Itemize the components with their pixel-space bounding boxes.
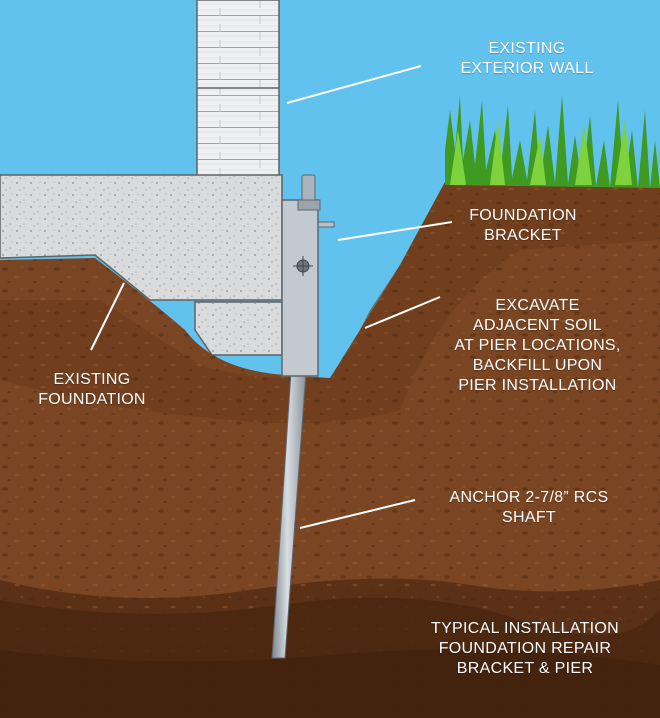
leader-bracket bbox=[337, 221, 453, 241]
leader-anchor bbox=[299, 499, 416, 529]
leader-excavate bbox=[364, 296, 441, 329]
label-existing-foundation: EXISTING FOUNDATION bbox=[38, 371, 146, 408]
grass bbox=[445, 95, 660, 188]
bottom-soil-shadow bbox=[0, 649, 660, 718]
leader-lines bbox=[90, 65, 453, 529]
leader-wall bbox=[286, 65, 422, 104]
label-exterior-wall: EXISTING EXTERIOR WALL bbox=[460, 40, 594, 77]
exterior-wall bbox=[196, 0, 280, 177]
label-typical-installation: TYPICAL INSTALLATION FOUNDATION REPAIR B… bbox=[431, 620, 619, 677]
label-foundation-bracket: FOUNDATION BRACKET bbox=[469, 207, 577, 244]
foundation-bracket bbox=[281, 174, 335, 377]
label-excavate: EXCAVATE ADJACENT SOIL AT PIER LOCATIONS… bbox=[454, 297, 621, 394]
footing-block bbox=[194, 301, 283, 356]
label-anchor-shaft: ANCHOR 2-7/8” RCS SHAFT bbox=[449, 489, 609, 526]
leader-foundation bbox=[90, 282, 125, 351]
existing-foundation bbox=[0, 174, 283, 301]
